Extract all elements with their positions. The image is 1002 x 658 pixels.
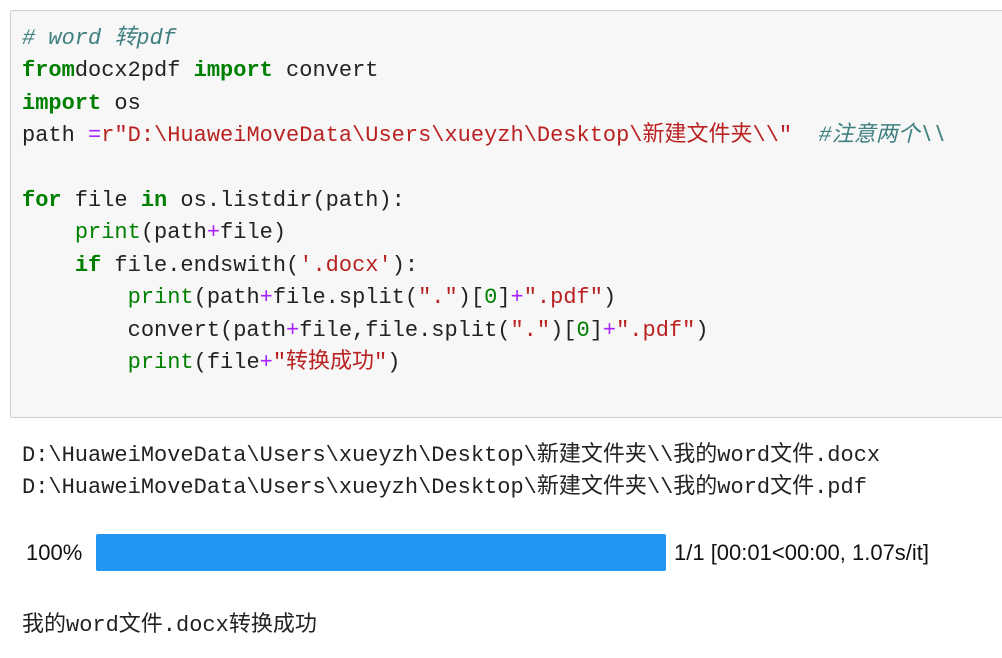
- code-token: if: [74, 252, 102, 278]
- progress-percent: 100%: [26, 540, 83, 565]
- code-token: # word 转pdf: [22, 26, 177, 51]
- code-token: ): [387, 349, 401, 375]
- code-token: '.docx': [299, 252, 392, 278]
- code-token: =: [88, 123, 102, 149]
- code-token: +: [206, 220, 221, 246]
- progress-stats: 1/1 [00:01<00:00, 1.07s/it]: [674, 540, 930, 565]
- code-token: +: [602, 317, 617, 343]
- code-line: if file.endswith('.docx'):: [22, 250, 946, 282]
- progress-bar: [96, 534, 666, 571]
- code-token: import: [22, 90, 102, 116]
- code-token: 0: [576, 317, 590, 343]
- code-token: )[: [550, 317, 577, 343]
- output-success-message: 我的word文件.docx转换成功: [22, 613, 317, 638]
- code-token: (path: [140, 220, 207, 246]
- code-token: ".": [510, 317, 551, 343]
- code-token: ): [695, 317, 709, 343]
- code-token: print: [127, 349, 194, 375]
- code-token: +: [510, 285, 524, 311]
- progress-bar-fill: [96, 534, 666, 571]
- progress-widget: 100% 1/1 [00:01<00:00, 1.07s/it]: [0, 534, 1002, 572]
- code-line: print(file+"转换成功"): [22, 347, 946, 379]
- code-line: convert(path+file,file.split(".")[0]+".p…: [22, 315, 946, 347]
- code-token: ):: [391, 252, 419, 278]
- code-token: os: [101, 90, 141, 116]
- code-token: [22, 350, 128, 375]
- code-token: print: [74, 220, 141, 246]
- code-line: for file in os.listdir(path):: [22, 185, 946, 217]
- code-token: (file: [193, 349, 260, 375]
- output-line-2: D:\HuaweiMoveData\Users\xueyzh\Desktop\新…: [22, 475, 867, 500]
- code-token: [22, 253, 75, 278]
- code-token: +: [286, 317, 300, 343]
- code-token: "转换成功": [272, 349, 388, 375]
- output-line-1: D:\HuaweiMoveData\Users\xueyzh\Desktop\新…: [22, 443, 881, 468]
- code-token: path: [22, 123, 89, 149]
- code-line: [22, 153, 946, 185]
- code-token: file): [220, 220, 287, 246]
- code-token: ]: [589, 317, 603, 343]
- code-token: convert: [272, 58, 379, 84]
- code-token: convert(path: [22, 317, 287, 343]
- code-token: for: [22, 187, 62, 213]
- code-token: )[: [457, 285, 485, 311]
- code-token: ): [602, 285, 617, 311]
- code-line: print(path+file.split(".")[0]+".pdf"): [22, 282, 946, 314]
- code-token: [22, 220, 75, 245]
- code-token: in: [140, 187, 168, 213]
- code-token: file.endswith(: [101, 252, 300, 278]
- code-line: import os: [22, 88, 946, 120]
- code-token: file.split(: [272, 285, 419, 311]
- code-token: 0: [484, 285, 498, 311]
- code-token: ".pdf": [616, 317, 696, 343]
- code-token: +: [259, 285, 273, 311]
- code-line: # word 转pdf: [22, 23, 946, 55]
- code-token: os.listdir(path):: [167, 187, 405, 213]
- code-token: #注意两个\\: [818, 123, 947, 149]
- code-token: ".": [418, 285, 458, 311]
- code-token: +: [259, 349, 273, 375]
- code-token: file,file.split(: [299, 317, 511, 343]
- code-line: print(path+file): [22, 217, 946, 249]
- code-token: from: [22, 58, 75, 84]
- code-token: docx2pdf: [74, 58, 194, 84]
- code-token: import: [193, 58, 273, 84]
- code-token: ".pdf": [523, 285, 603, 311]
- code-line: path =r"D:\HuaweiMoveData\Users\xueyzh\D…: [22, 120, 946, 152]
- code-token: file: [61, 187, 141, 213]
- code-token: r"D:\HuaweiMoveData\Users\xueyzh\Desktop…: [101, 123, 793, 149]
- code-token: [792, 123, 818, 148]
- code-line: fromdocx2pdf import convert: [22, 55, 946, 87]
- code-token: ]: [497, 285, 511, 311]
- code-token: [22, 285, 128, 310]
- code-token: print: [127, 285, 194, 311]
- code-token: (path: [193, 285, 260, 311]
